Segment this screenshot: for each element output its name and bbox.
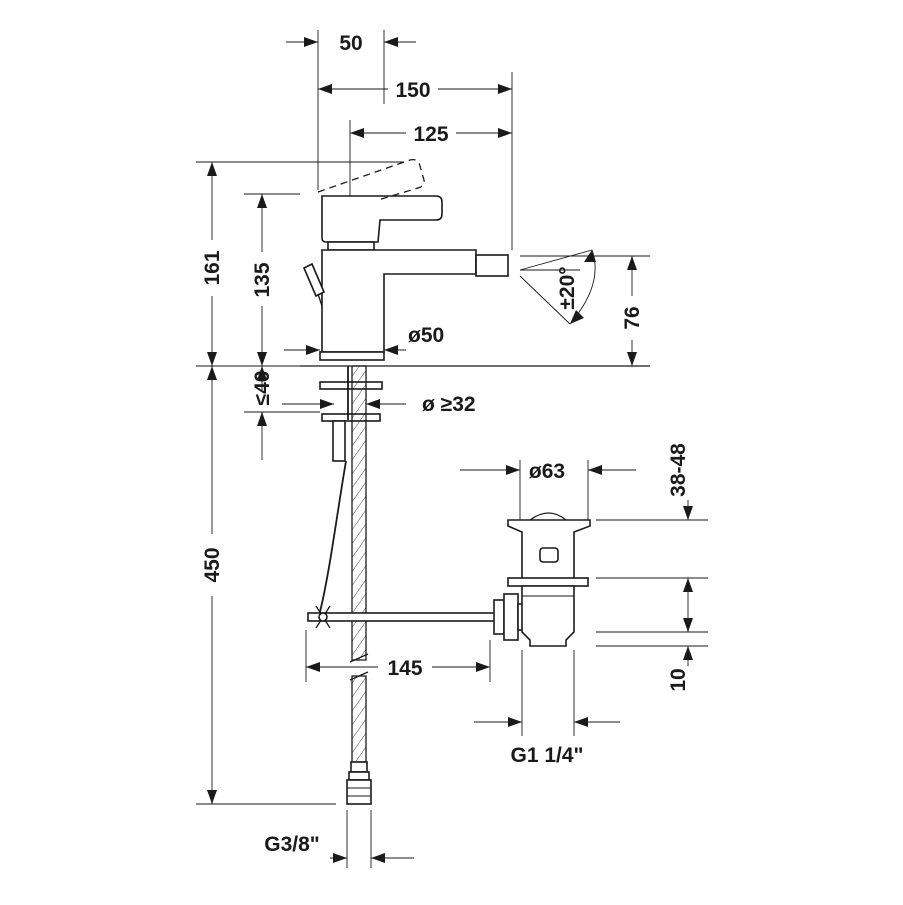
supply-hose: [351, 365, 367, 661]
dim-outlet-height: 76: [621, 306, 644, 329]
waste-flange: [507, 577, 589, 587]
base-plate: [319, 351, 385, 361]
popup-rod-knob: [302, 262, 326, 298]
bottom-washer: [321, 413, 381, 422]
dim-supply-length: 450: [201, 547, 224, 582]
lever-raised-ghost: [317, 158, 425, 201]
dim-total-height: 161: [201, 250, 224, 285]
dim-spout-projection: 150: [395, 79, 430, 102]
dim-waste-thread: G1 1/4": [511, 744, 584, 767]
dim-deck-thickness: ≤40: [251, 371, 274, 406]
threaded-stud: [332, 420, 346, 462]
dim-body-height: 135: [251, 262, 274, 297]
lever-neck: [327, 241, 375, 251]
dim-rod-length: 145: [387, 657, 422, 680]
hose-nut: [346, 779, 372, 805]
dim-waste-diameter: ø63: [529, 460, 565, 483]
faucet-body: [302, 158, 509, 361]
mounting-assembly: [300, 365, 650, 805]
waste-assembly: [307, 512, 591, 647]
hose-connector: [350, 761, 368, 773]
dim-supply-thread: G3/8": [264, 833, 319, 856]
dim-hole-diameter: ø ≥32: [422, 393, 476, 416]
dimension-labels: 50 150 125 161 135 76 ±20° ø50 ≤40 ø ≥32…: [201, 32, 690, 856]
dim-spout-reach: 125: [413, 123, 448, 146]
dimension-lines: [207, 37, 693, 863]
waste-body: [521, 585, 575, 647]
linkage-rod: [307, 612, 497, 622]
extension-lines: [196, 30, 708, 868]
dim-lever-width: 50: [339, 32, 362, 55]
dim-spout-angle: ±20°: [556, 266, 579, 309]
dim-base-diameter: ø50: [408, 324, 444, 347]
lever-handle: [321, 195, 443, 243]
faucet-main-body: [321, 249, 477, 353]
spout-aerator: [475, 254, 509, 277]
dim-waste-bottom: 10: [667, 668, 690, 691]
top-washer: [319, 381, 383, 390]
dim-waste-range: 38-48: [667, 443, 690, 497]
